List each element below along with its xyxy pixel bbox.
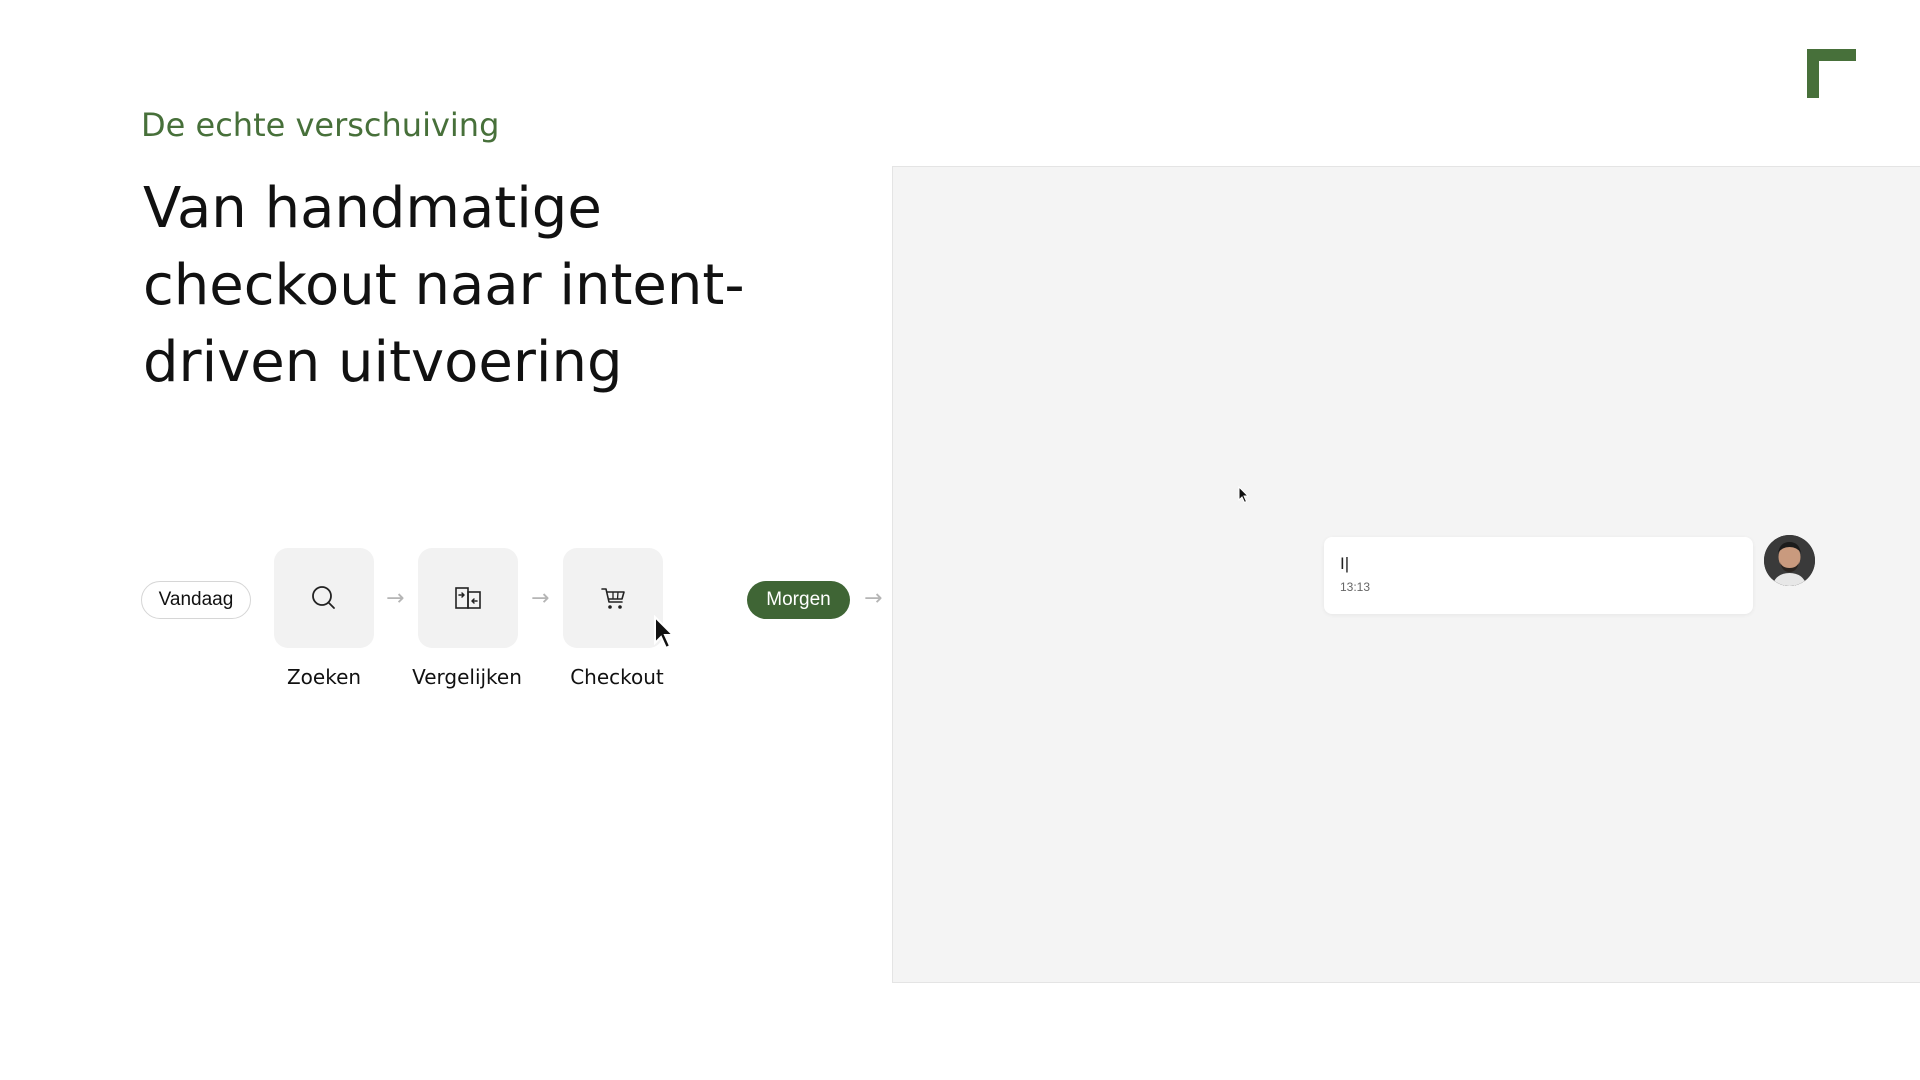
flow-arrow-2: → — [531, 586, 550, 611]
chat-message-text[interactable]: I| — [1340, 554, 1350, 573]
user-avatar — [1764, 535, 1815, 586]
flow-arrow-1: → — [386, 586, 405, 611]
step-checkout-box — [563, 548, 663, 648]
step-search-box — [274, 548, 374, 648]
today-pill: Vandaag — [141, 581, 251, 619]
slide-headline: Van handmatige checkout naar intent- dri… — [143, 170, 883, 401]
search-icon — [312, 586, 335, 609]
compare-icon — [455, 587, 481, 609]
headline-line-3: driven uitvoering — [143, 330, 623, 395]
chat-message-bubble[interactable]: I| 13:13 — [1324, 537, 1753, 614]
chat-timestamp: 13:13 — [1340, 580, 1371, 594]
step-search-label: Zoeken — [286, 665, 362, 689]
person-icon — [1764, 535, 1815, 586]
slide-eyebrow: De echte verschuiving — [141, 106, 500, 144]
headline-line-1: Van handmatige — [143, 176, 602, 241]
step-compare-box — [418, 548, 518, 648]
flow-arrow-3: → — [864, 586, 883, 611]
step-checkout-label: Checkout — [570, 665, 664, 689]
step-compare-label: Vergelijken — [412, 665, 522, 689]
tomorrow-pill: Morgen — [747, 581, 850, 619]
cart-icon — [601, 588, 625, 609]
brand-corner-mark-icon — [1807, 49, 1856, 98]
headline-line-2: checkout naar intent- — [143, 253, 745, 318]
